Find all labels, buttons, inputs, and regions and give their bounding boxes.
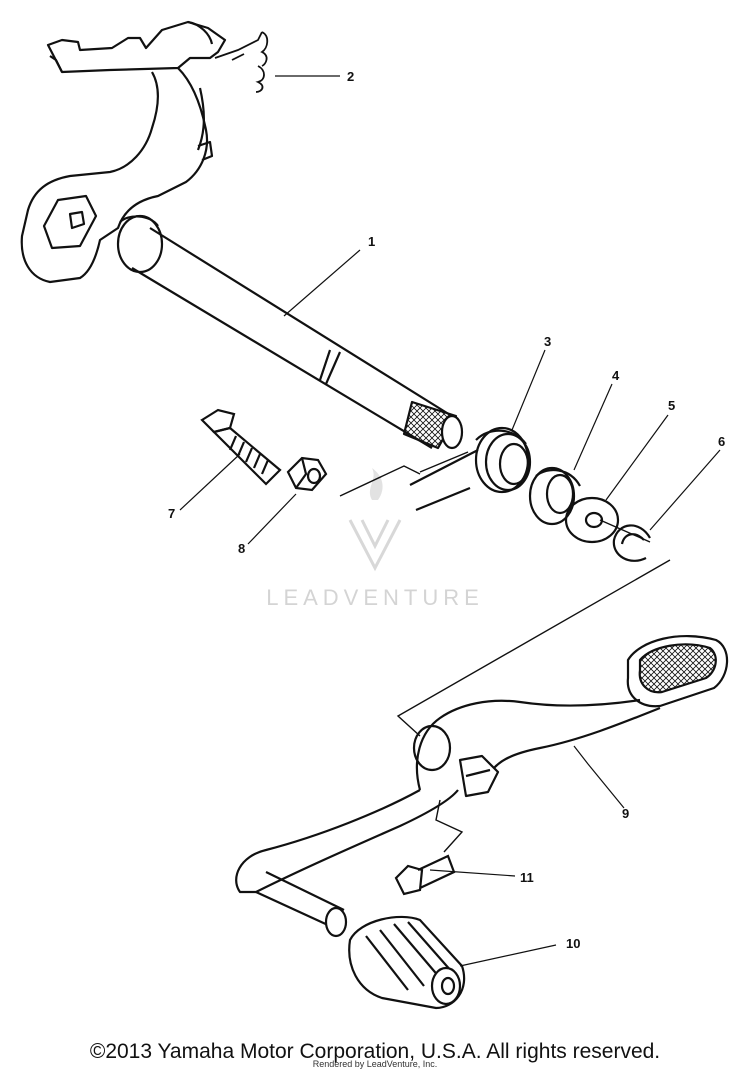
- leader-lines: [179, 75, 721, 967]
- callout-1: 1: [368, 234, 375, 249]
- stud-bolt-part-7: [200, 408, 282, 486]
- callout-2: 2: [347, 69, 354, 84]
- callout-10: 10: [566, 936, 580, 951]
- collar-part-4: [528, 466, 581, 526]
- callout-9: 9: [622, 806, 629, 821]
- callout-4: 4: [612, 368, 620, 383]
- watermark-text: LEADVENTURE: [266, 585, 484, 610]
- nut-part-8: [286, 456, 328, 492]
- washer-part-5: [564, 496, 620, 544]
- rubber-peg-part-10: [348, 915, 466, 1010]
- callout-6: 6: [718, 434, 725, 449]
- copyright-notice: ©2013 Yamaha Motor Corporation, U.S.A. A…: [89, 1040, 661, 1063]
- pedal-lever-part-9: [235, 634, 729, 938]
- shift-shaft-part-1: [20, 20, 464, 450]
- assembly-lines: [339, 451, 671, 853]
- callout-7: 7: [168, 506, 175, 521]
- callout-11: 11: [520, 870, 534, 885]
- callout-5: 5: [668, 398, 675, 413]
- torsion-spring-part-3: [409, 426, 532, 512]
- bolt-part-11: [394, 854, 456, 896]
- callout-8: 8: [238, 541, 245, 556]
- spring-part-2: [214, 31, 269, 93]
- watermark-logo: [348, 468, 402, 572]
- callout-3: 3: [544, 334, 551, 349]
- circlip-part-6: [612, 524, 651, 562]
- rendered-by-credit: Rendered by LeadVenture, Inc.: [312, 1059, 438, 1069]
